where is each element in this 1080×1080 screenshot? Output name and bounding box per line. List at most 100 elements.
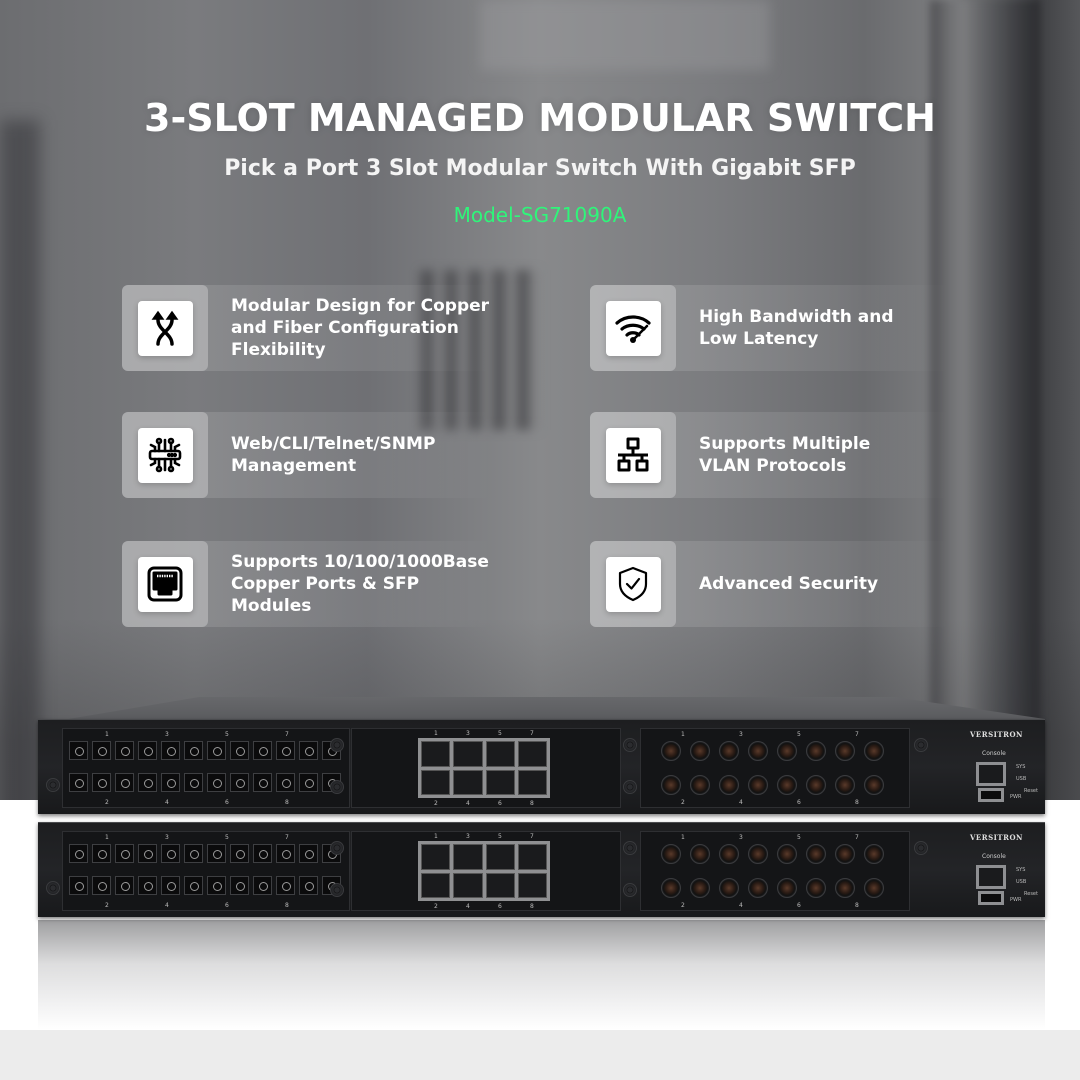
port-number: 1 bbox=[434, 730, 438, 737]
port-number: 3 bbox=[165, 731, 169, 738]
feature-icon-box bbox=[122, 541, 208, 627]
brand-logo: VERSITRON bbox=[970, 833, 1023, 842]
feature-label-line: Flexibility bbox=[231, 340, 326, 360]
port-number: 4 bbox=[466, 800, 470, 807]
feature-label-line: High Bandwidth and bbox=[699, 307, 894, 327]
feature-label: High Bandwidth and Low Latency bbox=[699, 306, 894, 350]
led-label-pwr: PWR bbox=[1010, 897, 1022, 903]
switch-reflection bbox=[38, 920, 1045, 1030]
bottom-gray-band bbox=[0, 1030, 1080, 1080]
module-screw bbox=[330, 841, 344, 855]
module-screw bbox=[623, 841, 637, 855]
sc-port-row bbox=[69, 773, 341, 792]
module-screw bbox=[623, 883, 637, 897]
background-server-racks bbox=[420, 270, 540, 430]
port-number: 6 bbox=[498, 903, 502, 910]
port-number: 1 bbox=[681, 834, 685, 841]
console-label: Console bbox=[982, 853, 1006, 860]
port-number: 2 bbox=[681, 902, 685, 909]
port-number: 5 bbox=[797, 731, 801, 738]
port-number: 1 bbox=[681, 731, 685, 738]
port-number: 1 bbox=[105, 834, 109, 841]
rack-screw bbox=[46, 778, 60, 792]
feature-icon-box bbox=[590, 541, 676, 627]
ceiling-light bbox=[480, 0, 770, 70]
rack-screw bbox=[46, 881, 60, 895]
background-pillar-left bbox=[0, 120, 40, 820]
port-number: 2 bbox=[105, 902, 109, 909]
feature-card-vlan: Supports Multiple VLAN Protocols bbox=[590, 412, 950, 498]
brand-logo: VERSITRON bbox=[970, 730, 1023, 739]
port-number: 5 bbox=[225, 834, 229, 841]
port-number: 8 bbox=[855, 799, 859, 806]
port-number: 7 bbox=[855, 834, 859, 841]
feature-card-copper-sfp: Supports 10/100/1000Base Copper Ports & … bbox=[122, 541, 492, 627]
sc-port-row bbox=[69, 876, 341, 895]
header: 3-SLOT MANAGED MODULAR SWITCH Pick a Por… bbox=[0, 96, 1080, 227]
port-number: 3 bbox=[739, 834, 743, 841]
port-number: 8 bbox=[285, 799, 289, 806]
feature-label-line: and Fiber Configuration bbox=[231, 318, 459, 338]
led-label-sys: SYS bbox=[1016, 764, 1026, 770]
st-port-row bbox=[661, 844, 884, 864]
ethernet-port-icon bbox=[137, 556, 193, 612]
feature-icon-box bbox=[122, 412, 208, 498]
switch-unit-upper: 1 3 5 7 2 4 6 8 1 3 5 7 2 4 6 8 bbox=[38, 719, 1045, 814]
port-number: 2 bbox=[434, 903, 438, 910]
feature-label-line: Management bbox=[231, 456, 357, 476]
port-number: 6 bbox=[797, 902, 801, 909]
port-number: 2 bbox=[434, 800, 438, 807]
feature-label: Supports Multiple VLAN Protocols bbox=[699, 433, 870, 477]
port-number: 8 bbox=[285, 902, 289, 909]
feature-label-line: Low Latency bbox=[699, 329, 819, 349]
feature-icon-box bbox=[590, 285, 676, 371]
port-number: 5 bbox=[498, 730, 502, 737]
port-number: 2 bbox=[681, 799, 685, 806]
feature-label-line: Web/CLI/Telnet/SNMP bbox=[231, 434, 436, 454]
feature-label-line: Supports Multiple bbox=[699, 434, 871, 454]
st-fiber-module: 1 3 5 7 2 4 6 8 bbox=[640, 728, 910, 808]
port-number: 1 bbox=[434, 833, 438, 840]
management-panel: VERSITRON Console SYS USB PWR Reset bbox=[938, 728, 1038, 808]
port-number: 3 bbox=[165, 834, 169, 841]
port-number: 6 bbox=[797, 799, 801, 806]
feature-label-line: Supports 10/100/1000Base bbox=[231, 552, 489, 572]
port-number: 7 bbox=[855, 731, 859, 738]
console-port bbox=[976, 762, 1006, 786]
feature-card-security: Advanced Security bbox=[590, 541, 950, 627]
sc-port-row bbox=[69, 844, 341, 863]
page-subtitle: Pick a Port 3 Slot Modular Switch With G… bbox=[224, 156, 856, 181]
switch-unit-lower: 1 3 5 7 2 4 6 8 1 3 5 7 2 4 6 8 bbox=[38, 822, 1045, 917]
port-number: 6 bbox=[225, 799, 229, 806]
network-device-icon bbox=[137, 427, 193, 483]
rj45-port-grid bbox=[418, 841, 550, 901]
led-label-usb: USB bbox=[1016, 776, 1027, 782]
feature-label: Supports 10/100/1000Base Copper Ports & … bbox=[231, 551, 492, 617]
port-number: 1 bbox=[105, 731, 109, 738]
sc-port-row bbox=[69, 741, 341, 760]
module-screw bbox=[914, 841, 928, 855]
port-number: 3 bbox=[466, 730, 470, 737]
led-label-pwr: PWR bbox=[1010, 794, 1022, 800]
crossing-arrows-icon bbox=[137, 300, 193, 356]
feature-label: Advanced Security bbox=[699, 573, 878, 595]
port-number: 5 bbox=[797, 834, 801, 841]
port-number: 4 bbox=[466, 903, 470, 910]
module-screw bbox=[330, 780, 344, 794]
port-number: 4 bbox=[165, 799, 169, 806]
led-label-usb: USB bbox=[1016, 879, 1027, 885]
sc-fiber-module: 1 3 5 7 2 4 6 8 bbox=[62, 728, 350, 808]
feature-card-management: Web/CLI/Telnet/SNMP Management bbox=[122, 412, 492, 498]
port-number: 4 bbox=[739, 799, 743, 806]
module-screw bbox=[914, 738, 928, 752]
port-number: 5 bbox=[498, 833, 502, 840]
port-number: 8 bbox=[530, 903, 534, 910]
feature-card-modular-design: Modular Design for Copper and Fiber Conf… bbox=[122, 285, 492, 371]
wifi-speed-icon bbox=[605, 300, 661, 356]
background-pillar-right bbox=[930, 0, 1040, 820]
rj45-copper-module: 1 3 5 7 2 4 6 8 bbox=[351, 831, 621, 911]
port-number: 3 bbox=[739, 731, 743, 738]
shield-check-icon bbox=[605, 556, 661, 612]
port-number: 4 bbox=[165, 902, 169, 909]
port-number: 6 bbox=[498, 800, 502, 807]
